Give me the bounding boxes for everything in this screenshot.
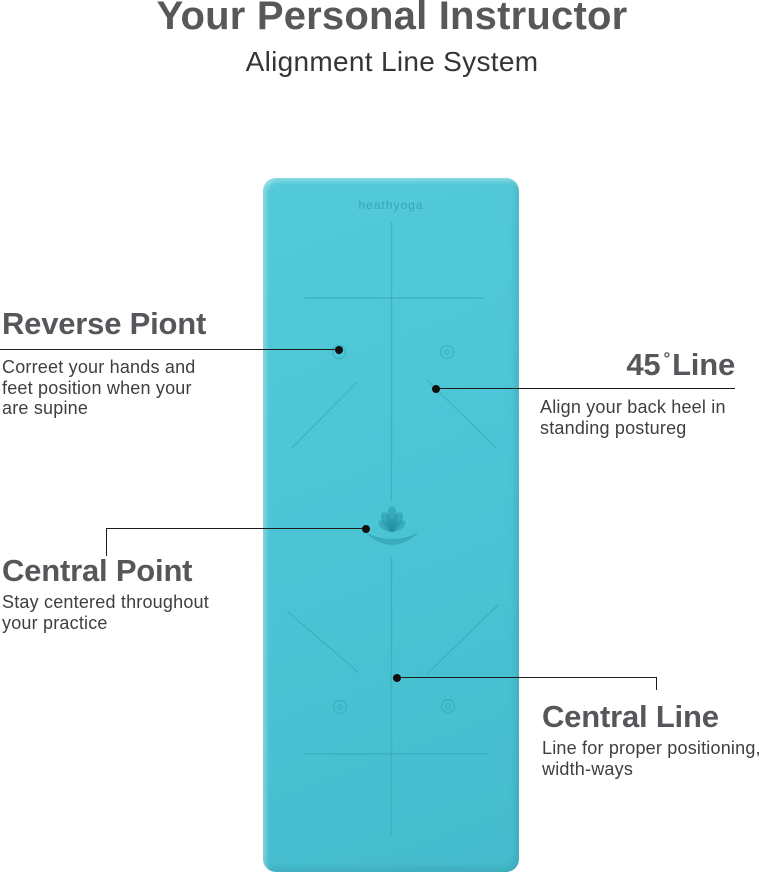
reverse-point-title: Reverse Piont — [2, 306, 207, 341]
central-point-callout-elbow — [105, 528, 107, 556]
central-line-callout-dot — [393, 674, 401, 682]
central-line-callout-elbow — [656, 677, 658, 690]
target-circle-bottom-left — [332, 699, 348, 715]
central-line-title: Central Line — [542, 699, 719, 734]
central-point-title: Central Point — [2, 553, 193, 588]
lotus-logo-icon — [365, 506, 419, 545]
degree-symbol: ° — [663, 349, 671, 368]
central-line-callout-line — [397, 677, 657, 679]
mat-brand-text: heathyoga — [358, 198, 423, 212]
45-line-callout-line — [436, 388, 735, 390]
upper-chevron-left — [291, 381, 358, 449]
45-line-description: Align your back heel in standing posture… — [540, 397, 726, 438]
lower-chevron-left — [287, 611, 359, 673]
reverse-point-callout-dot — [335, 346, 343, 354]
mat-markings: heathyoga — [287, 198, 499, 836]
45-line-title-number: 45 — [626, 347, 661, 382]
page-subtitle: Alignment Line System — [245, 46, 539, 77]
target-circle-bottom-right — [440, 698, 456, 714]
target-circle-top-right — [439, 344, 455, 360]
central-point-callout-dot — [362, 525, 370, 533]
reverse-point-callout-line — [0, 349, 339, 351]
45-line-callout-dot — [432, 385, 440, 393]
page-title: Your Personal Instructor — [156, 0, 628, 38]
central-point-callout-line — [106, 528, 367, 530]
45-line-title-word: Line — [672, 347, 735, 382]
central-line-description: Line for proper positioning, width-ways — [542, 738, 761, 779]
central-point-description: Stay centered throughout your practice — [2, 592, 209, 633]
yoga-mat: heathyoga — [263, 178, 519, 872]
lower-chevron-right — [427, 604, 499, 674]
reverse-point-description: Correet your hands and feet position whe… — [2, 357, 196, 418]
45-line-title: 45°Line — [626, 347, 735, 383]
